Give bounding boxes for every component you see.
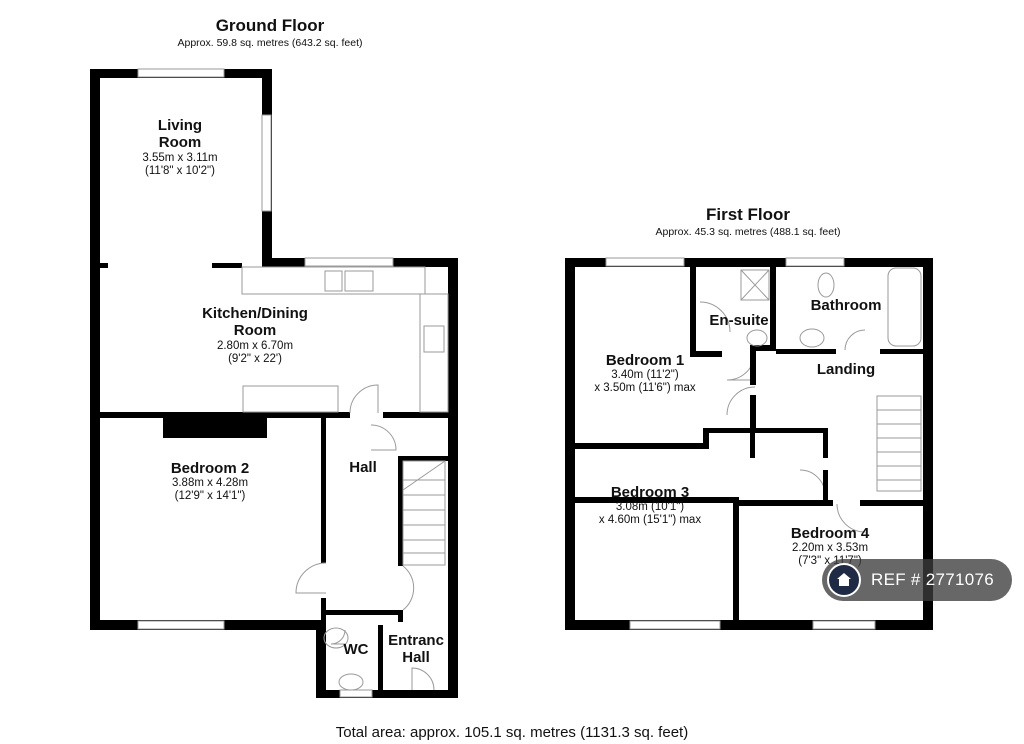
room-bedroom-2: Bedroom 2 3.88m x 4.28m (12'9" x 14'1") [140, 460, 280, 504]
room-hall: Hall [349, 459, 377, 476]
room-name: Bedroom 4 [790, 525, 870, 542]
ground-floor-windows [137, 68, 394, 698]
room-name: Entranc [388, 632, 444, 649]
room-name: Kitchen/Dining [202, 305, 308, 322]
room-kitchen: Kitchen/Dining Room 2.80m x 6.70m (9'2" … [170, 305, 340, 366]
room-dimensions: (12'9" x 14'1") [174, 490, 246, 503]
room-name: Living [157, 117, 203, 134]
room-dimensions: 3.88m x 4.28m [171, 477, 249, 490]
room-dimensions: x 3.50m (11'6") max [594, 382, 696, 395]
ground-floor-area: Approx. 59.8 sq. metres (643.2 sq. feet) [177, 37, 363, 49]
first-floor-title: First Floor [705, 205, 791, 224]
room-name: Room [158, 134, 202, 152]
room-en-suite: En-suite [709, 312, 769, 329]
room-dimensions: 2.80m x 6.70m [216, 339, 294, 352]
room-bedroom-3: Bedroom 3 3.08m (10'1") x 4.60m (15'1") … [580, 484, 720, 528]
home-icon [827, 563, 861, 597]
room-name: Bedroom 1 [605, 352, 685, 369]
ref-label: REF # 2771076 [871, 570, 994, 589]
ref-badge: REF # 2771076 [822, 559, 1012, 601]
room-dimensions: 2.20m x 3.53m [791, 542, 869, 555]
total-area: Total area: approx. 105.1 sq. metres (11… [335, 724, 689, 741]
doors [295, 301, 866, 691]
room-dimensions: 3.08m (10'1") [615, 501, 685, 514]
stairs [402, 395, 922, 566]
first-floor-windows [605, 257, 876, 630]
room-wc: WC [343, 641, 369, 658]
room-name: Room [233, 322, 277, 340]
room-dimensions: x 4.60m (15'1") max [598, 514, 702, 527]
room-dimensions: 3.55m x 3.11m [142, 151, 218, 164]
room-landing: Landing [816, 361, 876, 378]
first-floor-area: Approx. 45.3 sq. metres (488.1 sq. feet) [655, 226, 841, 238]
room-name: Bedroom 2 [170, 460, 250, 477]
room-bedroom-1: Bedroom 1 3.40m (11'2") x 3.50m (11'6") … [575, 352, 715, 396]
room-bathroom: Bathroom [810, 297, 882, 314]
ground-floor-title: Ground Floor [215, 16, 325, 35]
room-dimensions: 3.40m (11'2") [611, 369, 679, 382]
room-name: Hall [402, 649, 430, 667]
bathroom-fittings [323, 267, 922, 691]
first-floor-walls [565, 258, 933, 630]
room-name: Bedroom 3 [610, 484, 690, 501]
room-dimensions: (9'2" x 22') [228, 352, 282, 365]
kitchen-fittings [241, 266, 449, 413]
room-living: Living Room 3.55m x 3.11m (11'8" x 10'2"… [110, 117, 250, 178]
room-entrance-hall: Entranc Hall [384, 632, 448, 667]
room-dimensions: (11'8" x 10'2") [145, 164, 215, 177]
